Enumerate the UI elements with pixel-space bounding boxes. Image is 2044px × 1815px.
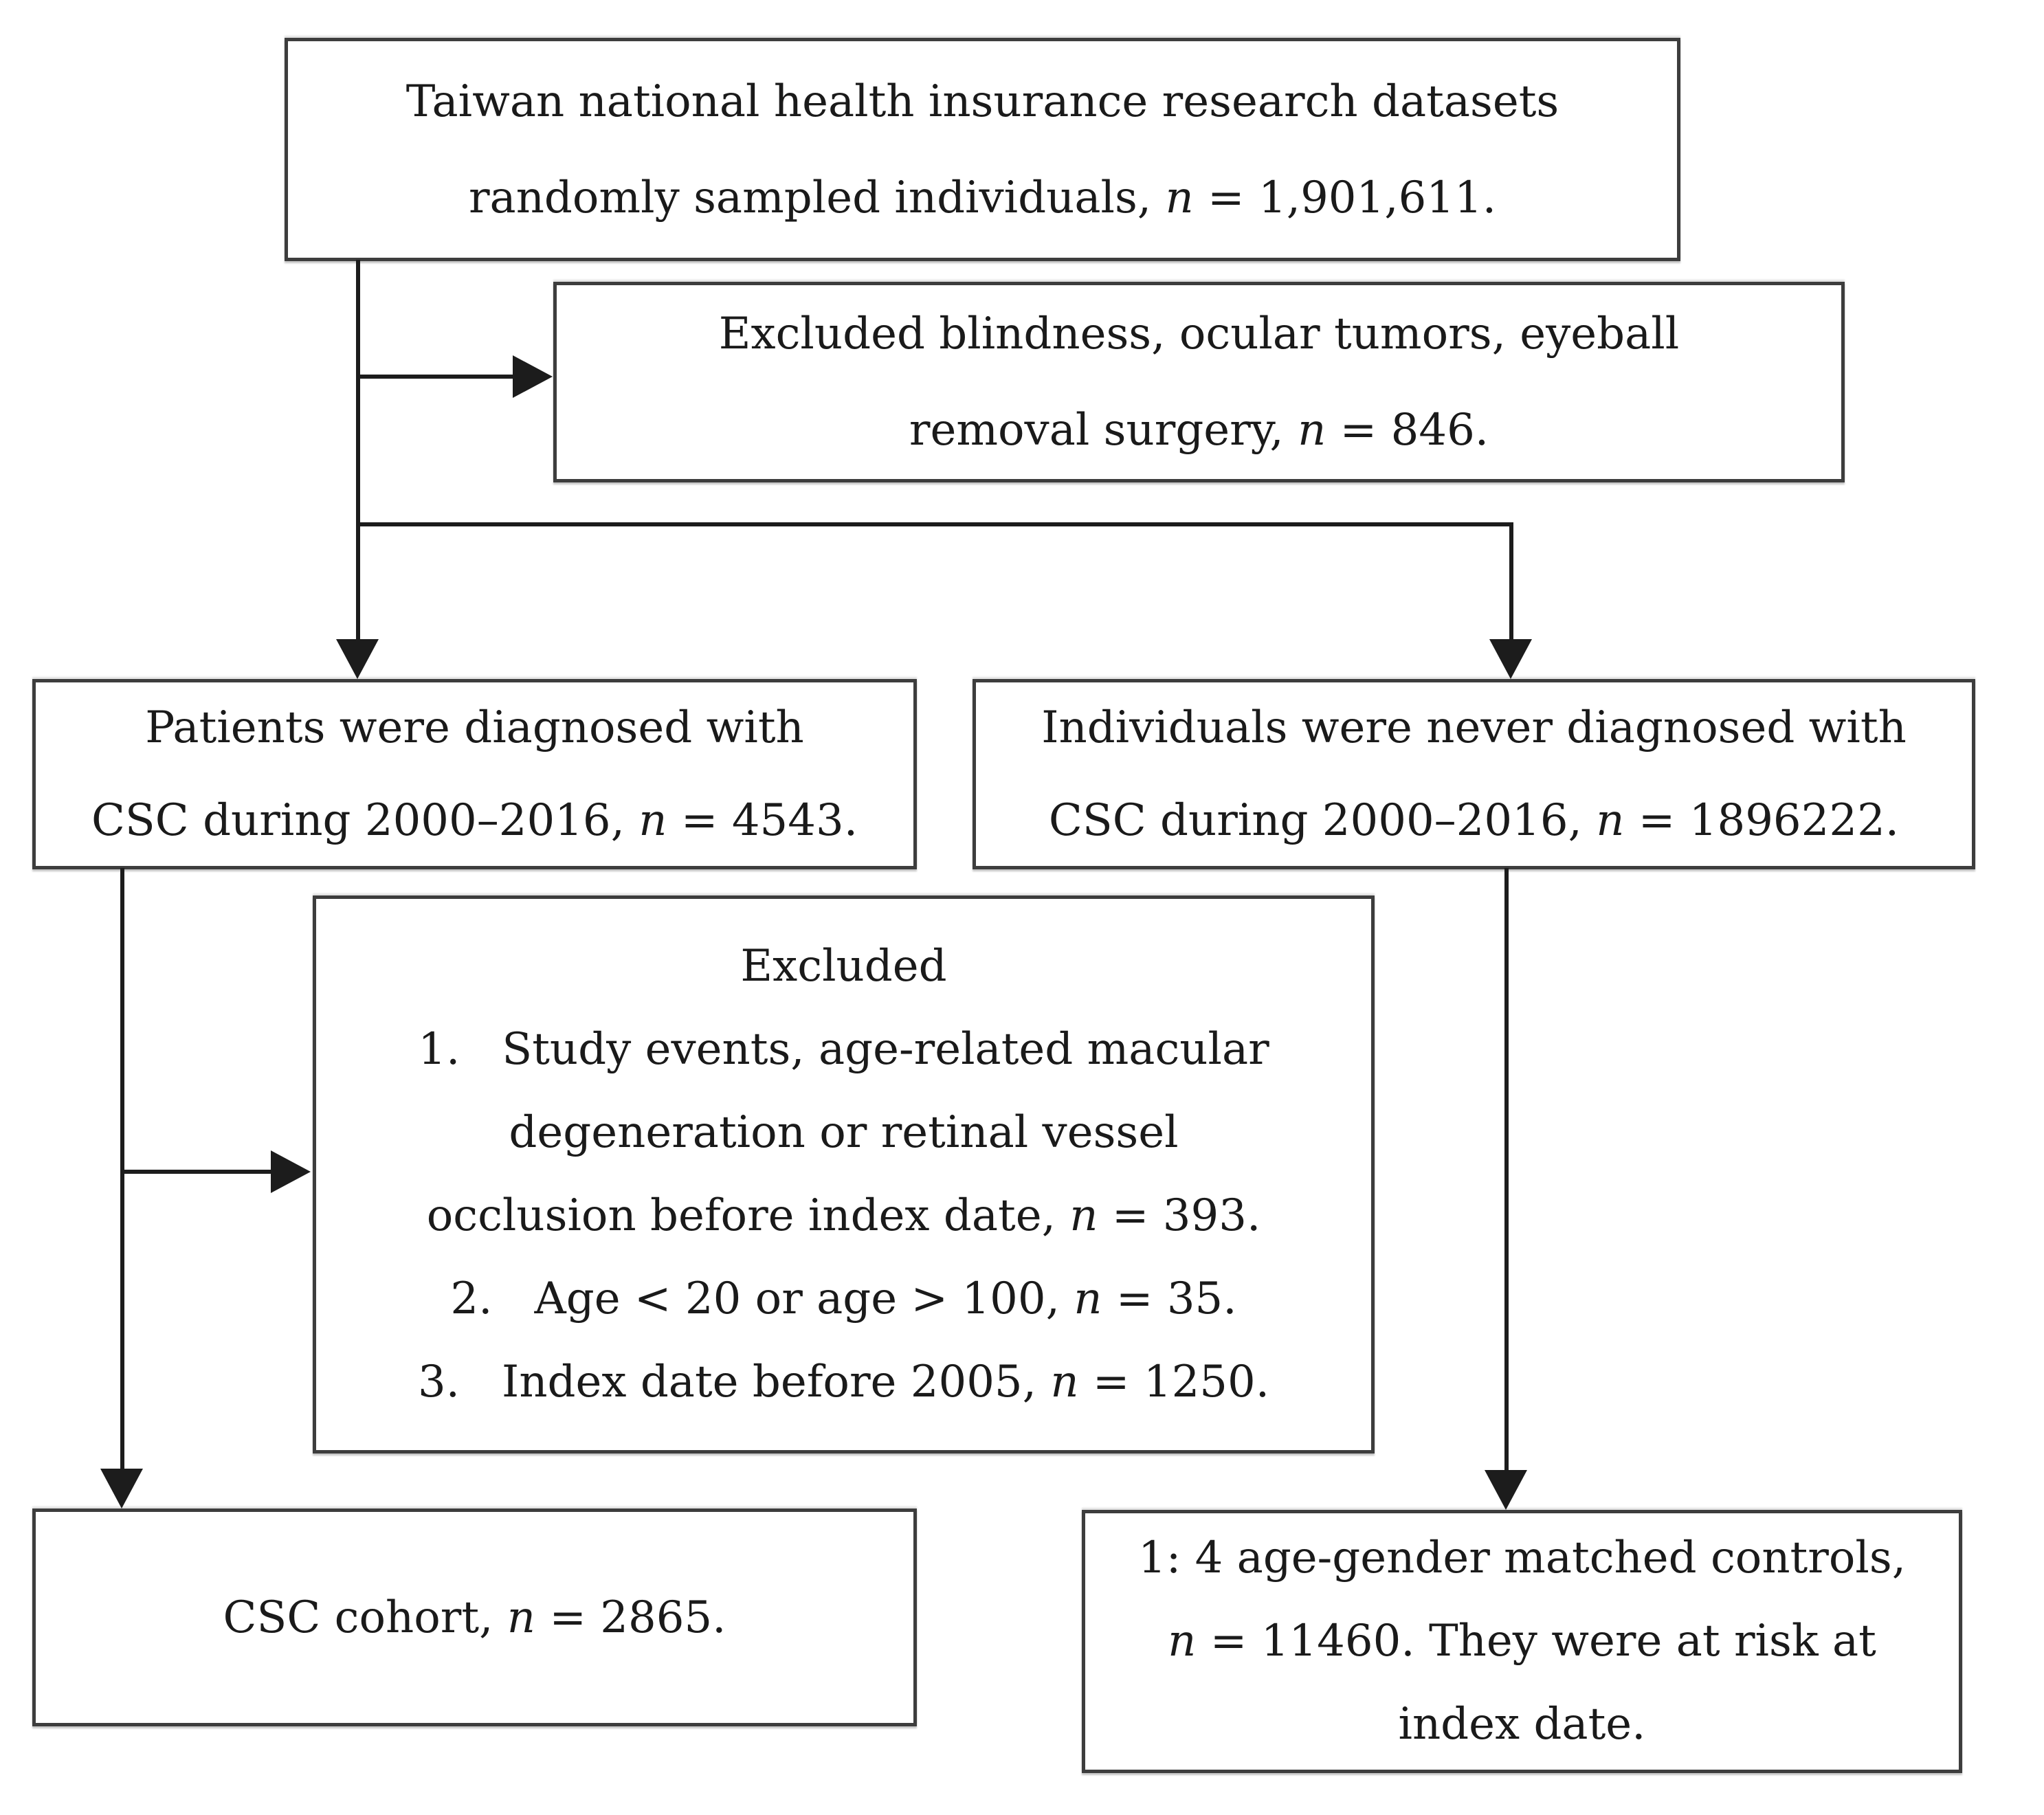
node-excluded-csc: Excluded 1. Study events, age-related mac… [313, 895, 1375, 1454]
text-line: Individuals were never diagnosed with [1041, 702, 1907, 753]
text-line: CSC cohort, n = 2865. [223, 1592, 726, 1643]
text-line: CSC during 2000–2016, n = 1896222. [1048, 794, 1900, 846]
edge-csc-patients-to-excluded-csc-line [122, 1170, 272, 1174]
arrowhead-into-excluded-initial [513, 355, 553, 398]
text-line: 1: 4 age-gender matched controls, [1137, 1533, 1907, 1583]
text-line: index date. [1398, 1699, 1646, 1750]
text-line: 2. Age < 20 or age > 100, n = 35. [450, 1273, 1237, 1324]
arrowhead-into-csc-patients [336, 639, 379, 679]
italic-n: n [1165, 172, 1194, 223]
edge-population-to-non-csc-line [1509, 522, 1513, 643]
italic-n: n [507, 1592, 535, 1643]
text-line: Excluded [740, 941, 947, 992]
italic-n: n [1074, 1273, 1102, 1324]
italic-n: n [1168, 1616, 1197, 1667]
arrowhead-into-non-csc [1489, 639, 1532, 679]
text-line: Taiwan national health insurance researc… [406, 76, 1559, 127]
italic-n: n [1069, 1190, 1098, 1241]
italic-n: n [1596, 794, 1625, 846]
text-line: degeneration or retinal vessel [509, 1107, 1179, 1158]
text-line: randomly sampled individuals, n = 1,901,… [468, 172, 1497, 223]
edge-population-to-excluded-initial-line [358, 375, 515, 379]
node-csc-cohort: CSC cohort, n = 2865. [32, 1508, 917, 1726]
text-line: CSC during 2000–2016, n = 4543. [91, 794, 858, 846]
node-excluded-initial: Excluded blindness, ocular tumors, eyeba… [553, 282, 1845, 482]
text-line: n = 11460. They were at risk at [1168, 1616, 1876, 1667]
edge-population-branch-horizontal-line [356, 522, 1513, 526]
edge-population-to-csc-patients-line [356, 260, 360, 643]
node-population: Taiwan national health insurance researc… [285, 38, 1680, 261]
arrowhead-into-excluded-csc [271, 1150, 311, 1193]
text-line: occlusion before index date, n = 393. [426, 1190, 1261, 1241]
edge-non-csc-to-matched-controls-line [1504, 868, 1509, 1471]
italic-n: n [1050, 1357, 1079, 1407]
edge-csc-patients-to-csc-cohort-line [120, 868, 124, 1471]
text-line: 3. Index date before 2005, n = 1250. [417, 1357, 1270, 1407]
text-line: 1. Study events, age-related macular [418, 1024, 1269, 1075]
node-matched-controls: 1: 4 age-gender matched controls, n = 114… [1082, 1510, 1962, 1773]
arrowhead-into-csc-cohort [100, 1469, 143, 1508]
arrowhead-into-matched-controls [1485, 1470, 1527, 1510]
italic-n: n [638, 794, 667, 846]
text-line: removal surgery, n = 846. [909, 405, 1489, 456]
text-line: Excluded blindness, ocular tumors, eyeba… [718, 309, 1680, 359]
text-line: Patients were diagnosed with [145, 702, 804, 753]
italic-n: n [1298, 405, 1326, 456]
